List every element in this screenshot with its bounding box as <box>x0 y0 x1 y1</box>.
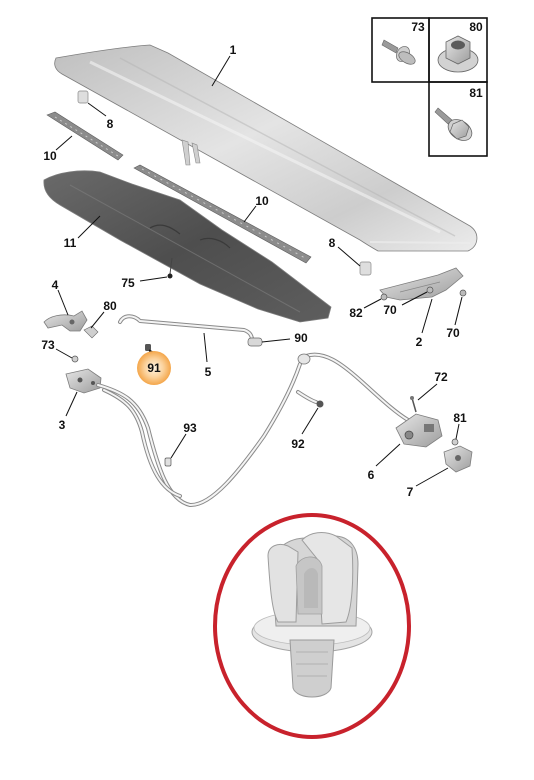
cable-junction <box>297 353 311 365</box>
svg-text:90: 90 <box>294 331 308 345</box>
hinge <box>379 267 467 301</box>
svg-text:8: 8 <box>107 117 114 131</box>
seal-strip-left <box>46 111 124 161</box>
bump-stop-upper <box>77 90 89 104</box>
seal-strip-middle <box>133 164 312 264</box>
callout-screw-81: 81 <box>453 411 467 440</box>
nut-80 <box>83 325 99 339</box>
callout-clip-91: 91 <box>137 349 171 385</box>
highlight-marker <box>137 351 171 385</box>
hex-nut-icon <box>437 35 479 73</box>
bolt-70a <box>426 286 434 294</box>
callout-latch-3: 3 <box>59 391 78 432</box>
svg-text:1: 1 <box>230 43 237 57</box>
svg-text:6: 6 <box>368 468 375 482</box>
svg-text:4: 4 <box>52 278 59 292</box>
svg-text:91: 91 <box>147 361 161 375</box>
callout-screw-73: 73 <box>41 338 73 359</box>
callout-part-7: 7 <box>407 467 449 499</box>
callout-bump-upper: 8 <box>87 102 114 131</box>
svg-text:73: 73 <box>41 338 55 352</box>
svg-text:8: 8 <box>329 236 336 250</box>
bolt-70b <box>459 289 467 297</box>
callout-clip-75: 75 <box>121 276 168 290</box>
bolt-82 <box>380 293 388 301</box>
svg-text:10: 10 <box>43 149 57 163</box>
bracket-4 <box>43 310 88 332</box>
inset-label-73: 73 <box>411 20 425 34</box>
bolt-72 <box>410 396 417 413</box>
callout-bolt-82: 82 <box>349 298 382 320</box>
callout-seal-left: 10 <box>43 135 73 163</box>
callout-bolt-70a: 70 <box>383 291 428 317</box>
svg-text:75: 75 <box>121 276 135 290</box>
svg-text:5: 5 <box>205 365 212 379</box>
release-cable <box>96 314 410 508</box>
callout-seal-mid: 10 <box>243 194 269 223</box>
callout-bolt-70b: 70 <box>446 296 463 340</box>
callout-nut-80: 80 <box>90 299 117 329</box>
callout-bump-lower: 8 <box>329 236 361 267</box>
svg-text:7: 7 <box>407 485 414 499</box>
latch-striker-7 <box>443 445 473 473</box>
clip-93 <box>164 457 172 467</box>
latch-3 <box>65 368 102 394</box>
svg-text:82: 82 <box>349 306 363 320</box>
callout-part-93: 93 <box>170 421 197 459</box>
hex-screw-icon <box>434 107 473 141</box>
insulation-pad <box>43 170 332 323</box>
callout-part-90: 90 <box>261 331 308 345</box>
detail-oval <box>213 513 411 739</box>
clip-92 <box>316 400 324 408</box>
svg-text:80: 80 <box>103 299 117 313</box>
callout-hinge-2: 2 <box>416 298 433 349</box>
svg-text:10: 10 <box>255 194 269 208</box>
clip-75 <box>167 257 173 279</box>
svg-text:93: 93 <box>183 421 197 435</box>
svg-text:2: 2 <box>416 335 423 349</box>
callout-cable-5: 5 <box>203 332 212 379</box>
fastener-inset: 73 80 81 <box>371 17 488 157</box>
screw-81 <box>451 438 459 446</box>
flange-screw-icon <box>381 39 416 65</box>
hood-inner-bracket <box>181 139 201 166</box>
callout-latch-6: 6 <box>368 443 401 482</box>
svg-text:72: 72 <box>434 370 448 384</box>
inset-label-81: 81 <box>469 86 483 100</box>
cable-end-90 <box>247 337 263 347</box>
screw-73 <box>71 355 79 363</box>
svg-text:3: 3 <box>59 418 66 432</box>
latch-6 <box>395 413 443 448</box>
svg-text:92: 92 <box>291 437 305 451</box>
callout-part-72: 72 <box>417 370 448 401</box>
callout-part-92: 92 <box>291 407 319 451</box>
svg-text:81: 81 <box>453 411 467 425</box>
svg-text:11: 11 <box>64 236 77 250</box>
callout-bracket-4: 4 <box>52 278 69 316</box>
hood-panel <box>54 44 478 252</box>
callout-insulation: 11 <box>64 215 101 250</box>
svg-text:70: 70 <box>383 303 397 317</box>
callout-hood: 1 <box>211 43 237 87</box>
inset-label-80: 80 <box>469 20 483 34</box>
bump-stop-lower <box>359 261 372 276</box>
svg-text:70: 70 <box>446 326 460 340</box>
clip-91 <box>145 344 151 351</box>
clip-detail-illustration <box>251 532 373 698</box>
inset-box-81 <box>428 81 488 157</box>
